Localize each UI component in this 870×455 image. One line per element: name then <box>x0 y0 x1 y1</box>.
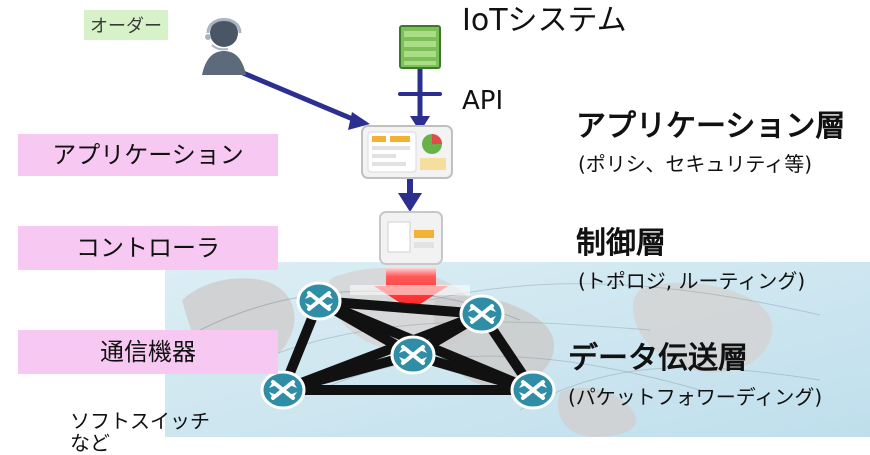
api-text: API <box>462 86 504 116</box>
application-box-label: アプリケーション <box>18 134 278 176</box>
application-layer-subtitle: (ポリシ、セキュリティ等) <box>578 154 812 174</box>
api-label: API <box>462 88 503 114</box>
operator-headset-icon <box>202 18 246 75</box>
data-layer-title: データ伝送層 <box>568 344 748 374</box>
application-layer-title-text: アプリケーション層 <box>576 109 846 144</box>
server-rack-icon <box>399 25 441 69</box>
router-icon <box>510 370 556 410</box>
router-icon <box>459 294 505 334</box>
controller-box-text: コントローラ <box>76 234 220 262</box>
data-layer-subtitle: (パケットフォワーディング) <box>568 387 822 407</box>
data-layer-subtitle-text: (パケットフォワーディング) <box>568 385 823 409</box>
control-layer-title-text: 制御層 <box>576 226 666 261</box>
application-to-controller-arrow <box>398 175 422 212</box>
software-switch-label: ソフトスイッチ など <box>70 388 210 454</box>
control-layer-subtitle: (トポロジ, ルーティング) <box>578 271 805 291</box>
controller-to-network-arrow <box>350 268 470 310</box>
comm-equipment-box-text: 通信機器 <box>100 338 196 366</box>
order-text: オーダー <box>90 16 162 37</box>
application-box-text: アプリケーション <box>52 141 244 169</box>
iot-system-label: IoTシステム <box>462 6 627 36</box>
controller-box-icon <box>379 211 443 265</box>
application-layer-title: アプリケーション層 <box>576 112 845 142</box>
api-connector <box>398 59 442 132</box>
application-layer-subtitle-text: (ポリシ、セキュリティ等) <box>578 152 813 176</box>
operator-to-application-arrow <box>233 67 370 130</box>
controller-box-label: コントローラ <box>18 226 278 270</box>
network-diagram <box>165 18 870 437</box>
software-switch-text: ソフトスイッチ など <box>70 409 210 455</box>
data-layer-title-text: データ伝送層 <box>568 341 748 376</box>
comm-equipment-box-label: 通信機器 <box>18 330 278 374</box>
iot-system-text: IoTシステム <box>462 3 627 38</box>
order-label: オーダー <box>84 10 168 40</box>
control-layer-title: 制御層 <box>576 229 666 259</box>
router-icons <box>260 281 556 410</box>
control-layer-subtitle-text: (トポロジ, ルーティング) <box>578 269 806 293</box>
router-icon <box>390 335 436 375</box>
router-icon <box>296 281 342 321</box>
application-dashboard-icon <box>361 125 453 179</box>
router-icon <box>260 370 306 410</box>
